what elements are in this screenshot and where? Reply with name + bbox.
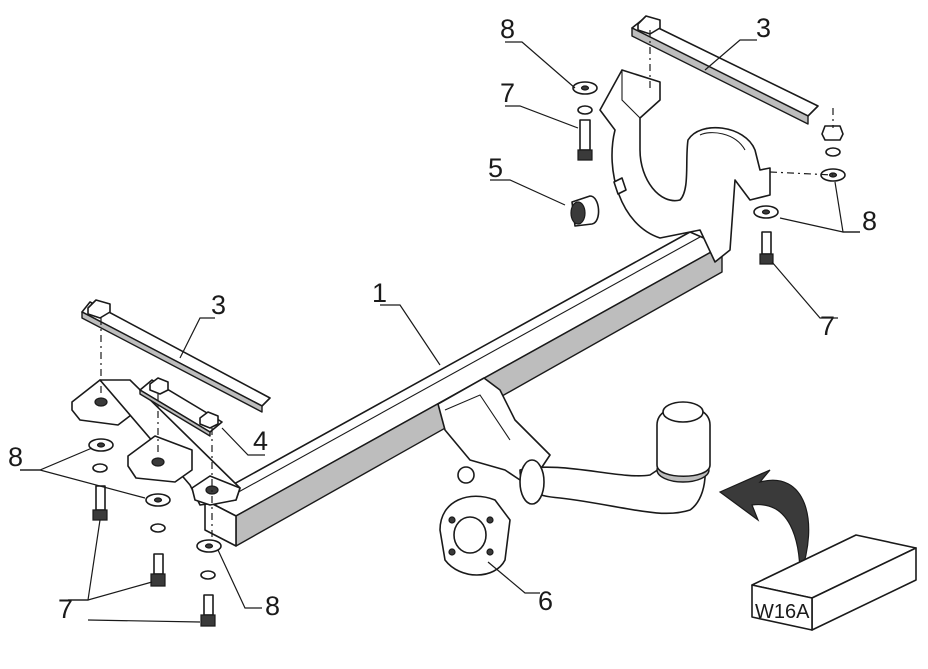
left-plate	[81, 299, 271, 413]
spacer	[570, 177, 627, 227]
callout-bolt-left: 7	[58, 594, 73, 624]
callout-washer-right: 8	[862, 206, 877, 236]
callout-washer-top: 8	[500, 14, 515, 44]
nut-plate	[139, 377, 223, 437]
socket-plate	[439, 466, 511, 576]
callout-spacer: 5	[488, 153, 503, 183]
model-code-box: W16A	[751, 534, 917, 631]
callout-washer-left: 8	[8, 442, 23, 472]
curved-arrow-icon	[718, 469, 810, 577]
model-code-label: W16A	[755, 601, 810, 623]
right-side-bracket	[599, 69, 771, 263]
callout-plate-left: 3	[211, 290, 226, 320]
callout-bolt-right: 7	[820, 311, 835, 341]
hardware-right	[753, 125, 846, 265]
hardware-top	[572, 81, 598, 161]
callout-plate-right: 3	[756, 13, 771, 43]
right-plate	[631, 15, 819, 125]
left-side-bracket	[71, 379, 241, 506]
callout-main-bar: 1	[372, 278, 387, 308]
tow-ball-assembly	[519, 401, 711, 515]
hardware-left	[88, 438, 222, 627]
callout-socket: 6	[538, 586, 553, 616]
callout-bolt-top: 7	[500, 78, 515, 108]
assembly-lines	[100, 30, 834, 540]
callout-numbers: 1 3 3 4 5 6 7 7 7 8 8 8 8	[8, 13, 877, 624]
callout-washer-bottom: 8	[265, 591, 280, 621]
callout-nut-plate: 4	[253, 426, 268, 456]
leader-lines	[20, 39, 860, 623]
